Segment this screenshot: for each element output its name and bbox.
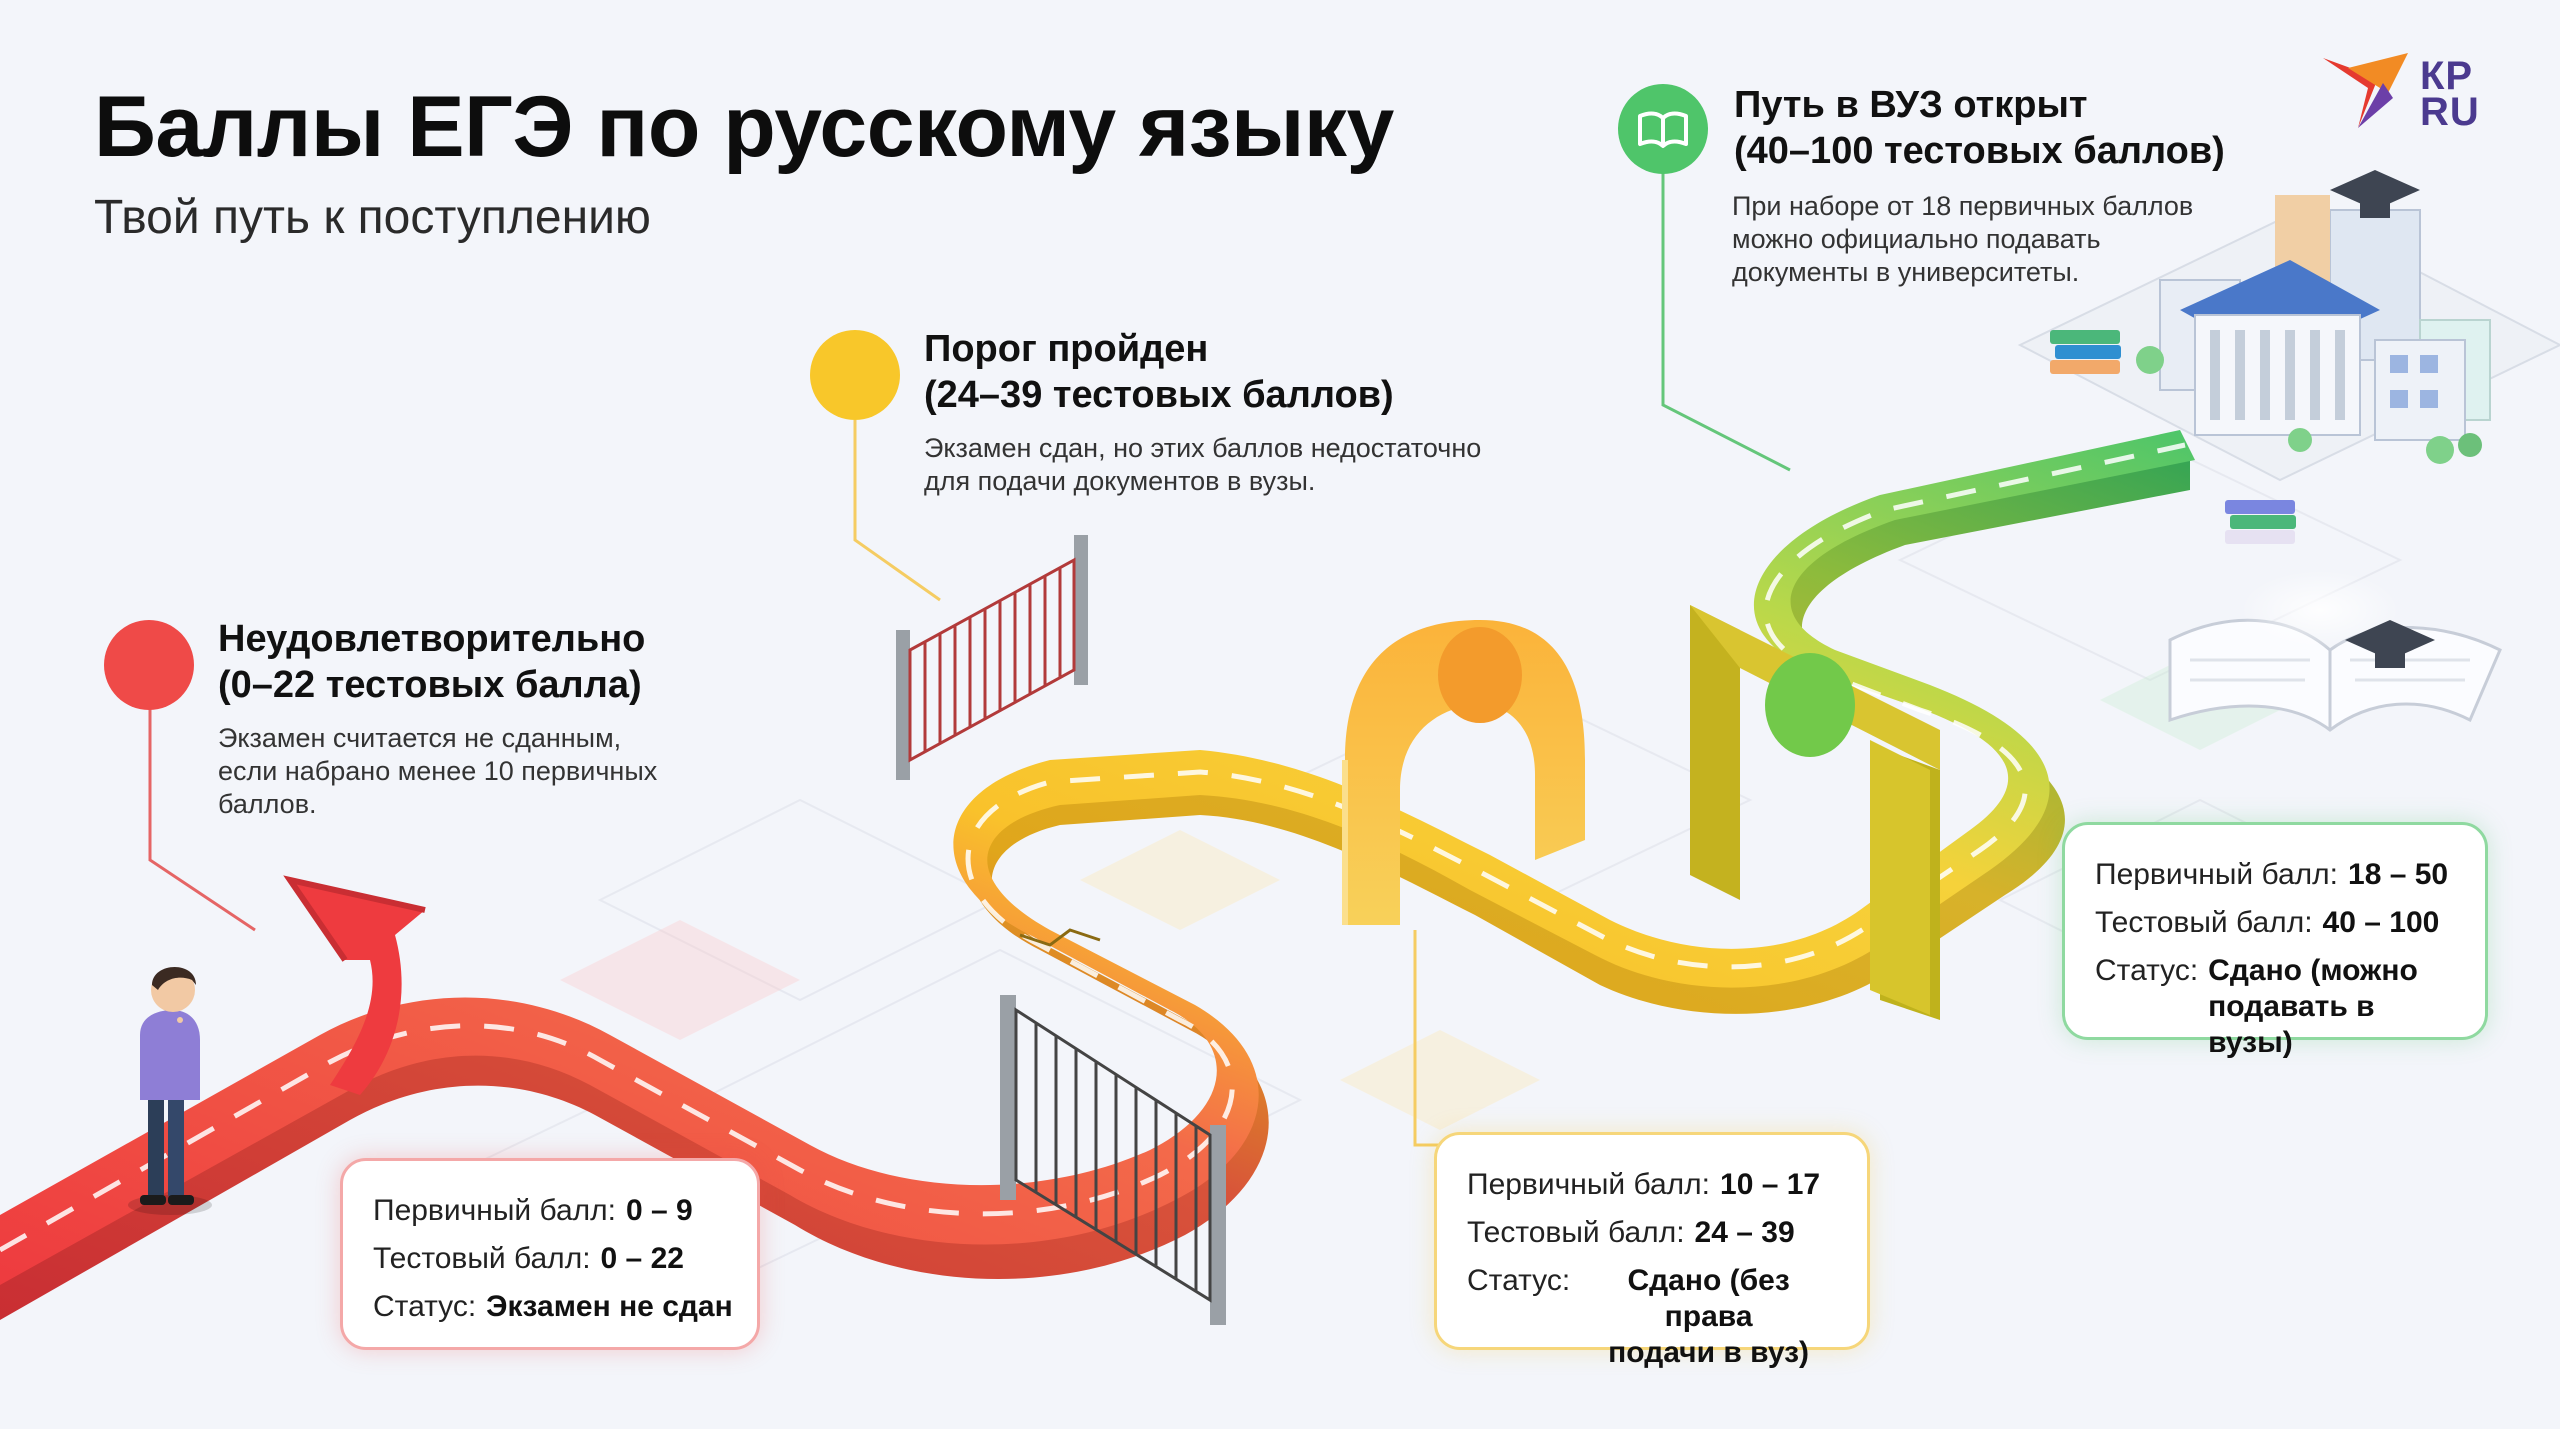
road-center-line <box>0 442 2186 1253</box>
stage-fail-description: Экзамен считается не сданным, если набра… <box>218 723 658 819</box>
books-icon <box>2050 330 2296 544</box>
grey-gate-icon <box>1000 995 1226 1325</box>
bird-logo-icon <box>2323 53 2408 128</box>
info-card-fail: Первичный балл:0 – 9 Тестовый балл:0 – 2… <box>340 1158 760 1350</box>
graduation-cap-icon <box>2330 170 2435 668</box>
stage-university-description: При наборе от 18 первичных баллов можно … <box>1732 191 2194 287</box>
university-building-icon <box>2017 195 2560 482</box>
stage-fail-dot <box>104 620 194 710</box>
fork-arrow <box>283 875 426 1095</box>
red-gate-icon <box>896 535 1088 780</box>
page-subtitle: Твой путь к поступлению <box>94 191 651 244</box>
open-book-icon <box>2168 570 2502 732</box>
info-card-university: Первичный балл:18 – 50 Тестовый балл:40 … <box>2062 822 2488 1059</box>
page-title: Баллы ЕГЭ по русскому языку <box>94 79 1394 175</box>
road-crack <box>1019 928 1101 947</box>
stage-threshold-title: Порог пройден (24–39 тестовых баллов) <box>924 328 1394 416</box>
stage-fail-title: Неудовлетворительно (0–22 тестовых балла… <box>218 618 646 706</box>
arch-gate-icon <box>1342 620 1585 925</box>
stage-threshold-description: Экзамен сдан, но этих баллов недостаточн… <box>924 433 1482 496</box>
book-icon <box>1638 111 1688 148</box>
stage-university-dot <box>1618 84 1708 174</box>
info-card-threshold: Первичный балл:10 – 17 Тестовый балл:24 … <box>1434 1132 1870 1369</box>
logo-text: КР RU <box>2420 54 2480 134</box>
student-person-icon <box>128 966 212 1215</box>
green-gate-icon <box>1690 605 1940 1020</box>
stage-university-title: Путь в ВУЗ открыт (40–100 тестовых балло… <box>1734 84 2225 172</box>
kp-logo: КР RU <box>2318 48 2498 138</box>
stage-threshold-dot <box>810 330 900 420</box>
